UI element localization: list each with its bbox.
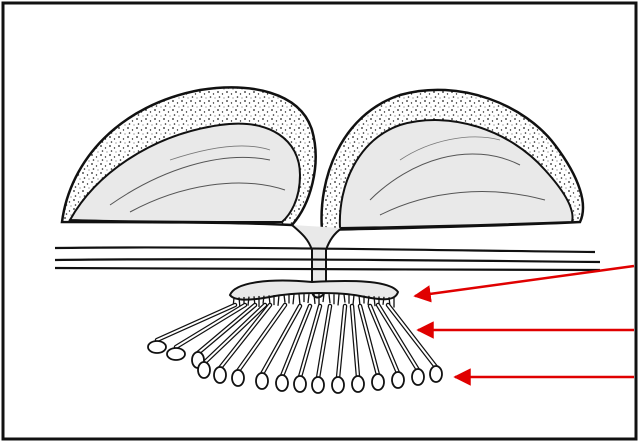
conidium xyxy=(232,370,244,386)
conidiophore-stalk-inner xyxy=(300,306,320,377)
hypha-tick xyxy=(284,295,285,303)
hypha-tick xyxy=(338,294,339,305)
conidium xyxy=(430,366,442,382)
conidium xyxy=(412,369,424,385)
conidium xyxy=(332,377,344,393)
hypha-tick xyxy=(308,294,309,303)
hypha-tick xyxy=(353,295,354,305)
host-tissue-lines xyxy=(55,247,600,270)
conidium xyxy=(372,374,384,390)
conidium xyxy=(256,373,268,389)
conidium xyxy=(276,375,288,391)
arrows xyxy=(415,266,634,377)
hypha-tick xyxy=(329,294,330,303)
right-cap xyxy=(322,90,583,230)
conidium xyxy=(148,341,166,353)
hypha-tick xyxy=(344,295,345,303)
conidium xyxy=(167,348,185,360)
conidium xyxy=(294,376,306,392)
conidiophore-stalk-inner xyxy=(318,306,330,378)
conidium xyxy=(198,362,210,378)
conidiophore-stalk-inner xyxy=(338,306,345,378)
conidium xyxy=(312,377,324,393)
left-cap xyxy=(62,87,316,225)
hypha-tick xyxy=(299,294,300,305)
conidium xyxy=(214,367,226,383)
hypha-tick xyxy=(293,294,294,304)
conidium xyxy=(352,376,364,392)
conidium xyxy=(392,372,404,388)
